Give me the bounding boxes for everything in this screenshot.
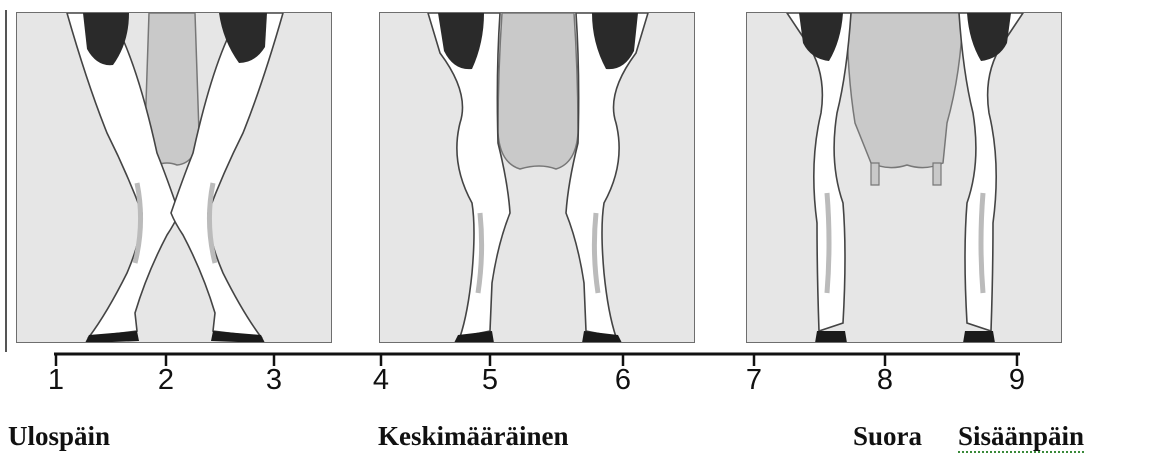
caption-outward: Ulospäin	[8, 423, 110, 450]
caption-straight: Suora	[853, 423, 922, 450]
scale-tick-marks	[56, 354, 1017, 366]
cow-hind-legs-outward-illustration	[17, 13, 332, 343]
score-scale	[0, 340, 1166, 370]
cow-hind-legs-straight-illustration	[747, 13, 1062, 343]
scale-tick-label-4: 4	[373, 366, 389, 395]
left-border-line	[5, 10, 7, 352]
caption-inward: Sisäänpäin	[958, 423, 1084, 453]
cow-hind-legs-average-illustration	[380, 13, 695, 343]
panel-outward-stance	[16, 12, 332, 343]
scale-tick-label-7: 7	[746, 366, 762, 395]
panel-straight-stance	[746, 12, 1062, 343]
panel-average-stance	[379, 12, 695, 343]
caption-average: Keskimääräinen	[378, 423, 569, 450]
scale-tick-label-5: 5	[482, 366, 498, 395]
scale-tick-label-8: 8	[877, 366, 893, 395]
scale-tick-label-2: 2	[158, 366, 174, 395]
scale-tick-label-1: 1	[48, 366, 64, 395]
scale-tick-label-3: 3	[266, 366, 282, 395]
scale-tick-label-6: 6	[615, 366, 631, 395]
scale-tick-label-9: 9	[1009, 366, 1025, 395]
